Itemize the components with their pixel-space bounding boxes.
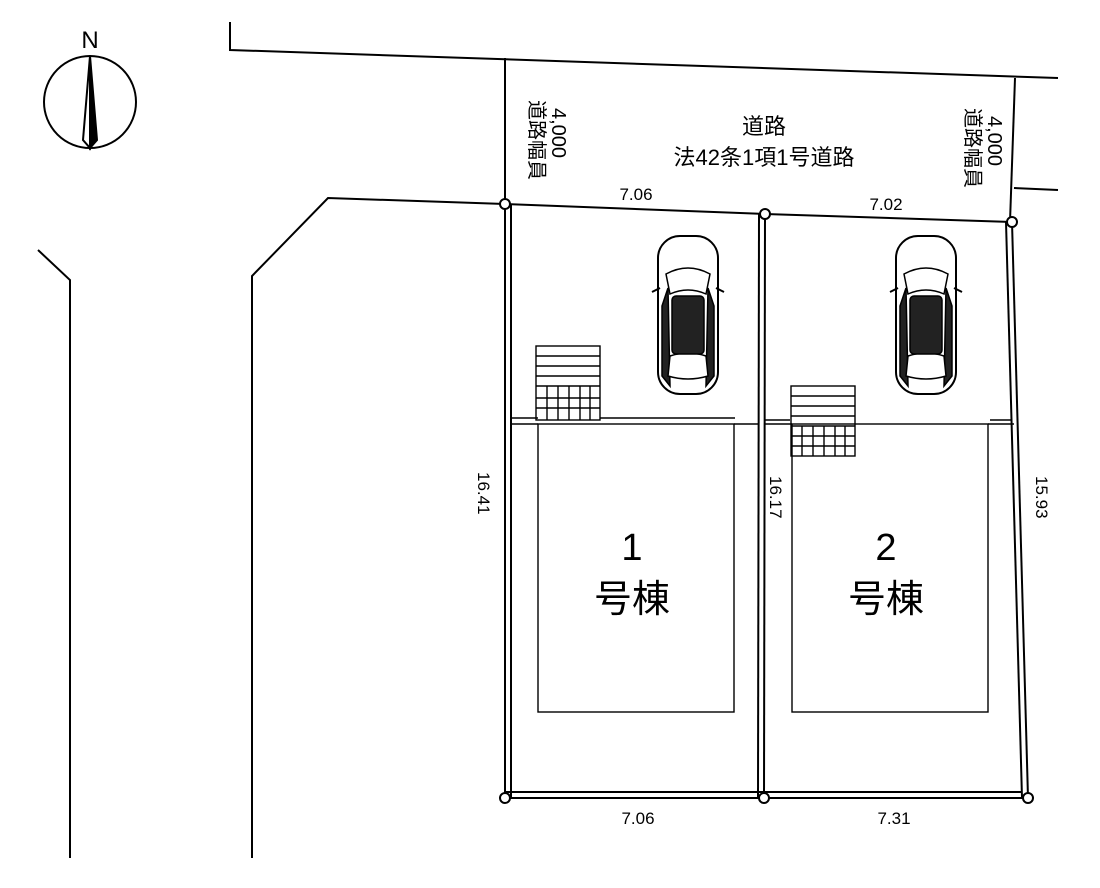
lot-boundaries [504,203,1029,799]
lot-2-side-shared-label: 16.17 [766,476,785,519]
road-edges [37,22,1059,858]
lot-2-side: 15.93 [1032,476,1051,519]
building-2-label: 号棟 [848,579,924,621]
road-type: 法42条1項1号道路 [674,145,855,170]
lot-2-side-label: 15.93 [1032,476,1051,519]
car-icon [651,235,725,395]
lot-2-frontage: 7.02 [869,195,902,214]
road-width-right-value: 4,000 [983,116,1005,166]
car-icon [889,235,963,395]
lot-1-side: 16.41 [474,472,493,515]
building-2: 2 号棟 [765,423,1014,713]
road-width-left-label: 道路幅員 [525,100,548,180]
road-width-left-value: 4,000 [547,108,569,158]
road-width-right-label: 道路幅員 [961,108,984,188]
lot-1-rear: 7.06 [621,809,654,828]
road-width-right: 道路幅員 4,000 [961,108,1005,188]
building-1: 1 号棟 [511,423,758,713]
boundary-points [499,198,1034,804]
stairs-icon [535,345,601,421]
lot-2-side-shared: 16.17 [766,476,785,519]
lot-1-frontage: 7.06 [619,185,652,204]
road-title: 道路 [742,114,786,139]
north-arrow-icon: N [43,27,137,151]
building-1-label: 号棟 [594,579,670,621]
lot-2-rear: 7.31 [877,809,910,828]
road-width-left: 道路幅員 4,000 [525,100,569,180]
building-1-number: 1 [621,527,642,569]
north-label: N [81,27,98,54]
stairs-icon [790,385,856,457]
lot-1-side-label: 16.41 [474,472,493,515]
building-2-number: 2 [875,527,896,569]
